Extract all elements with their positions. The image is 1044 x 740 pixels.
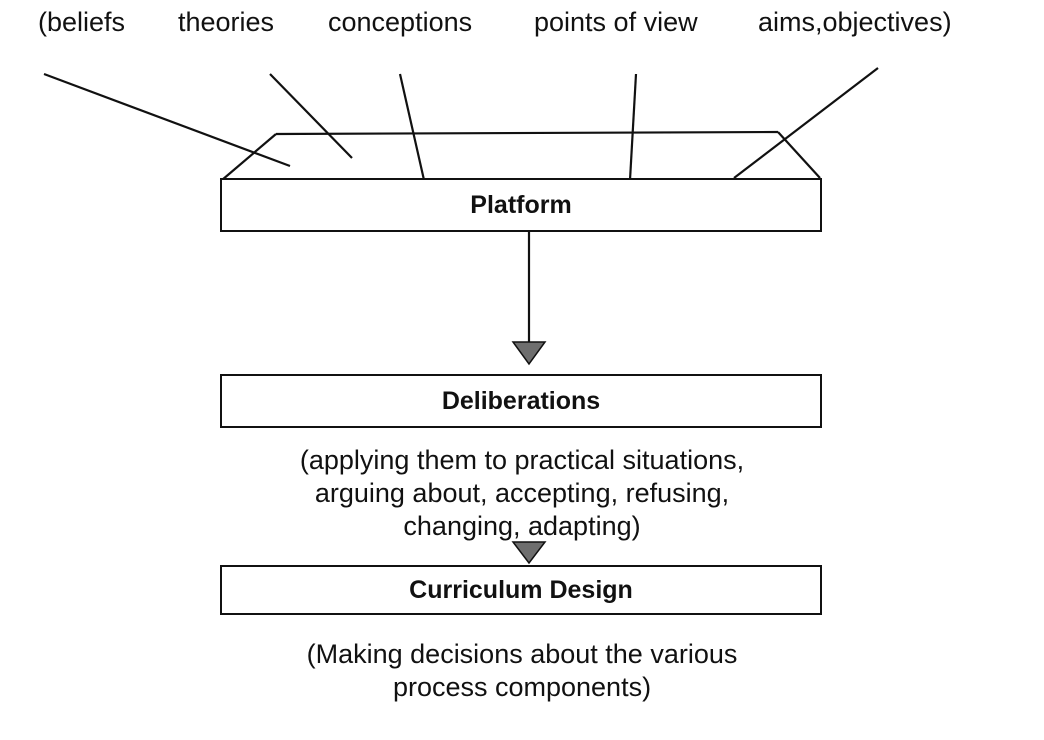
platform-box: Platform [220,178,822,232]
curriculum-design-box: Curriculum Design [220,565,822,615]
deliberations-caption-line: changing, adapting) [403,511,641,541]
deliberations-to-design-arrowhead [511,541,547,565]
platform-top-edge [275,130,779,136]
platform-left-slant [221,133,277,181]
aims-leader-line [733,67,879,179]
deliberations-caption-line: (applying them to practical situations, [299,445,745,475]
design-caption-line: process components) [392,672,652,702]
design-caption-line: (Making decisions about the various [306,639,738,669]
platform-to-deliberations-arrowhead [511,341,547,366]
label-beliefs: (beliefs [38,7,126,37]
label-theories: theories [178,7,275,37]
label-conceptions: conceptions [328,7,473,37]
design-caption: (Making decisions about the various proc… [0,638,1044,704]
points-of-view-leader-line [628,73,638,181]
theories-leader-line [269,73,353,159]
beliefs-leader-line [43,72,291,168]
conceptions-leader-line [398,73,426,181]
curriculum-design-title: Curriculum Design [409,576,633,604]
label-points-of-view: points of view [534,7,698,37]
deliberations-caption-line: arguing about, accepting, refusing, [314,478,730,508]
platform-title: Platform [470,191,572,219]
label-aims-objectives: aims,objectives) [758,7,952,37]
deliberations-title: Deliberations [441,387,601,415]
deliberations-caption: (applying them to practical situations, … [0,444,1044,543]
deliberations-box: Deliberations [220,374,822,428]
